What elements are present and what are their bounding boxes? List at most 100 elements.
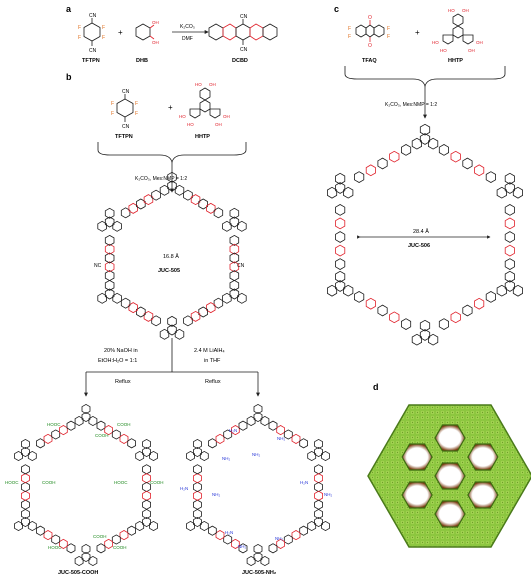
triphenylene-outer-ring bbox=[74, 555, 84, 567]
dhb-structure: OH OH bbox=[135, 20, 159, 45]
dioxin-ring bbox=[119, 530, 129, 541]
label-hhtp-c: HHTP bbox=[448, 58, 463, 64]
triphenylene-outer-ring bbox=[192, 438, 202, 450]
model-pore bbox=[434, 424, 466, 452]
dioxin-ring bbox=[20, 473, 30, 484]
linker-center-ring bbox=[198, 306, 208, 318]
svg-text:F: F bbox=[387, 26, 390, 32]
linker-center-ring bbox=[192, 481, 202, 493]
triphenylene-outer-ring bbox=[199, 450, 209, 462]
dioxin-ring bbox=[190, 194, 201, 206]
triphenylene-outer-ring bbox=[192, 508, 202, 520]
svg-text:O: O bbox=[368, 15, 372, 21]
triphenylene-outer-ring bbox=[112, 220, 122, 232]
svg-text:F: F bbox=[102, 35, 105, 41]
linker-ring bbox=[299, 438, 309, 449]
triphenylene-outer-ring bbox=[112, 292, 122, 304]
triphenylene-core-ring bbox=[20, 516, 30, 528]
linker-ring bbox=[504, 258, 515, 270]
linker-ring bbox=[151, 315, 161, 327]
dioxin-ring bbox=[314, 473, 324, 484]
dioxin-ring bbox=[104, 425, 113, 436]
model-pore bbox=[467, 443, 499, 471]
label-tftpn-a: TFTPN bbox=[82, 58, 100, 64]
label-juc505-nh2: JUC-505-NH₂ bbox=[242, 570, 277, 576]
linker-center-ring bbox=[229, 252, 240, 264]
svg-text:CN: CN bbox=[240, 47, 248, 53]
triphenylene-outer-ring bbox=[237, 220, 247, 232]
linker-ring bbox=[229, 234, 240, 246]
model-center-pore bbox=[434, 462, 466, 490]
triphenylene-core-ring bbox=[419, 329, 431, 341]
triphenylene-core-ring bbox=[104, 216, 115, 228]
linker-ring bbox=[142, 499, 152, 510]
model-pore bbox=[401, 481, 433, 509]
cond-left-2: EtOH:H₂O = 1:1 bbox=[98, 358, 137, 364]
triphenylene-outer-ring bbox=[186, 450, 195, 462]
triphenylene-outer-ring bbox=[199, 520, 209, 532]
linker-ring bbox=[314, 499, 324, 510]
dioxin-ring bbox=[215, 433, 225, 444]
triphenylene-outer-ring bbox=[222, 220, 232, 232]
linker-ring bbox=[207, 525, 217, 536]
dioxin-ring bbox=[142, 490, 152, 501]
triphenylene-core-ring bbox=[229, 288, 240, 300]
linker-ring bbox=[192, 464, 202, 475]
triphenylene-outer-ring bbox=[246, 555, 256, 567]
tftpn-structure-a: CN CN F F F F bbox=[78, 13, 105, 54]
triphenylene-outer-ring bbox=[335, 270, 346, 283]
dioxin-ring bbox=[192, 490, 202, 501]
triphenylene-core-ring bbox=[167, 324, 177, 336]
linker-ring bbox=[335, 204, 346, 216]
cond-left-3: Reflux bbox=[115, 379, 131, 385]
linker-ring bbox=[192, 499, 202, 510]
linker-center-ring bbox=[377, 304, 388, 317]
linker-ring bbox=[238, 543, 248, 554]
triphenylene-outer-ring bbox=[307, 520, 317, 532]
dioxin-ring bbox=[504, 244, 515, 257]
dioxin-ring bbox=[128, 302, 138, 314]
dioxin-ring bbox=[229, 243, 240, 255]
dioxin-ring bbox=[389, 150, 400, 163]
svg-text:CN: CN bbox=[122, 124, 130, 130]
triphenylene-outer-ring bbox=[174, 184, 185, 196]
triphenylene-outer-ring bbox=[167, 315, 177, 327]
dioxin-ring bbox=[20, 490, 30, 501]
linker-ring bbox=[485, 291, 497, 303]
triphenylene-outer-ring bbox=[149, 450, 158, 462]
linker-center-ring bbox=[283, 534, 293, 545]
triphenylene-outer-ring bbox=[14, 450, 23, 462]
label-dcbd: DCBD bbox=[232, 58, 248, 64]
label-juc505-cn: CN bbox=[237, 263, 245, 269]
triphenylene-outer-ring bbox=[314, 438, 324, 450]
nh2-tag-8: NH₂ bbox=[324, 492, 332, 497]
triphenylene-outer-ring bbox=[159, 328, 170, 340]
triphenylene-outer-ring bbox=[321, 450, 330, 462]
dioxin-ring bbox=[450, 311, 461, 324]
panel-label-b: b bbox=[66, 72, 72, 82]
label-dhb: DHB bbox=[136, 58, 148, 64]
linker-ring bbox=[20, 499, 30, 510]
triphenylene-outer-ring bbox=[88, 555, 98, 567]
dioxin-ring bbox=[143, 194, 154, 206]
dioxin-ring bbox=[450, 150, 461, 163]
triphenylene-outer-ring bbox=[229, 207, 240, 219]
linker-ring bbox=[207, 438, 217, 449]
linker-ring bbox=[213, 207, 224, 219]
svg-text:F: F bbox=[135, 101, 138, 107]
linker-ring bbox=[268, 420, 278, 431]
linker-ring bbox=[504, 204, 515, 216]
dioxin-ring bbox=[365, 164, 376, 177]
dioxin-ring bbox=[335, 217, 346, 230]
triphenylene-outer-ring bbox=[419, 319, 431, 332]
cooh-tag-3: COOH bbox=[95, 433, 109, 438]
svg-text:OH: OH bbox=[152, 20, 159, 25]
dioxin-ring bbox=[143, 310, 154, 322]
svg-text:HO: HO bbox=[448, 8, 455, 13]
dioxin-ring bbox=[142, 473, 152, 484]
hhtp-structure-c: HO OH HO OH HO OH bbox=[432, 8, 483, 53]
triphenylene-core-ring bbox=[504, 182, 515, 194]
triphenylene-core-ring bbox=[104, 288, 115, 300]
triphenylene-outer-ring bbox=[411, 137, 423, 150]
dioxin-ring bbox=[474, 164, 485, 177]
